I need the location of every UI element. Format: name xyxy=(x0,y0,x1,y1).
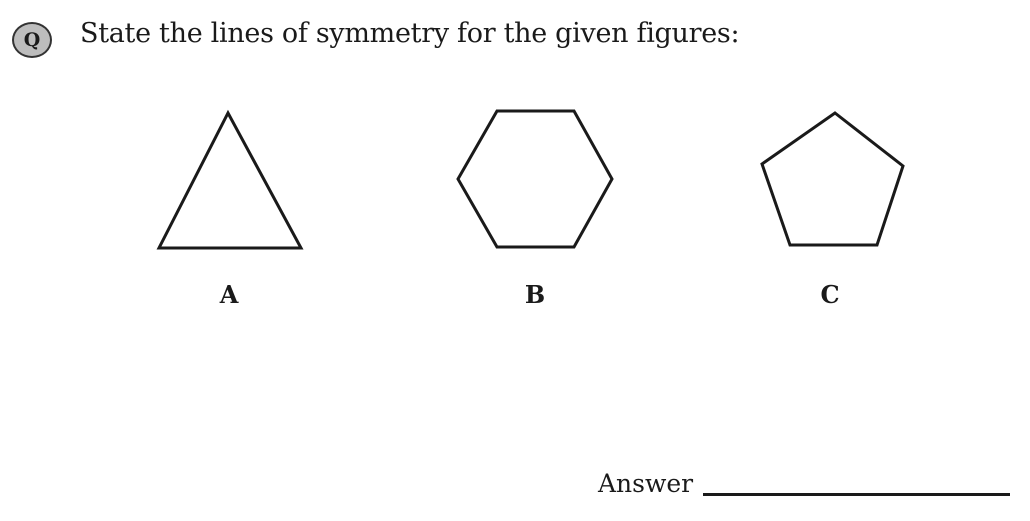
figure-a-label: A xyxy=(219,280,239,309)
answer-label: Answer xyxy=(598,469,694,498)
figure-a-triangle xyxy=(156,109,304,250)
figure-b-hexagon xyxy=(456,109,614,249)
question-text: State the lines of symmetry for the give… xyxy=(80,18,740,49)
figure-c-pentagon xyxy=(760,111,905,247)
question-badge: Q xyxy=(12,22,52,58)
figure-b-label: B xyxy=(524,280,546,309)
figure-c-label: C xyxy=(820,280,840,309)
answer-blank-line[interactable] xyxy=(703,493,1010,496)
question-badge-letter: Q xyxy=(23,29,41,51)
